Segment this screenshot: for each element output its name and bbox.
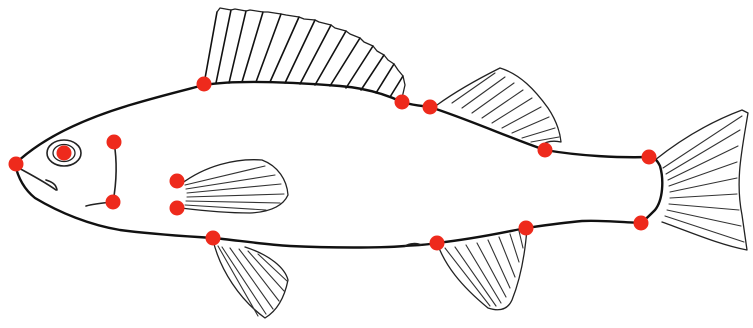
fish-body [15,82,662,247]
landmark-point [423,100,438,115]
landmark-point [519,221,534,236]
landmark-point [57,146,72,161]
landmark-point [170,201,185,216]
landmark-point [170,174,185,189]
landmark-point [538,143,553,158]
landmark-point [634,216,649,231]
landmark-point [9,157,24,172]
landmark-point [430,236,445,251]
landmark-point [642,150,657,165]
landmark-point [106,195,121,210]
soft-dorsal-fin [437,68,561,146]
landmark-point [107,135,122,150]
landmark-point [197,77,212,92]
pelvic-fin [213,240,288,318]
pectoral-fin [181,160,288,213]
caudal-fin [655,110,748,250]
landmark-point [206,231,221,246]
landmark-point [395,95,410,110]
